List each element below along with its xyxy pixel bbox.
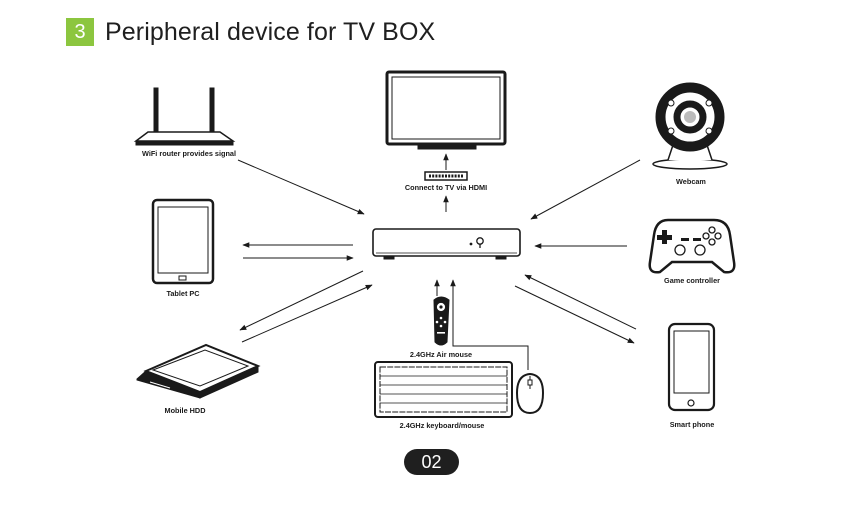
page-number: 02 [404,449,459,475]
label-webcam: Webcam [676,177,706,186]
air-mouse-icon [433,296,450,346]
label-hdd: Mobile HDD [165,406,206,415]
tablet-icon [151,198,215,285]
label-air-mouse: 2.4GHz Air mouse [410,350,472,359]
arrow-box-to-phone [514,285,635,344]
page-title: Peripheral device for TV BOX [105,17,436,46]
arrow-webcam-to-box [530,159,641,220]
webcam-icon [652,82,728,170]
tv-icon [385,70,507,150]
arrow-router-to-box [237,159,365,215]
hdmi-dongle-icon [424,171,468,181]
mouse-icon [515,372,545,415]
label-smartphone: Smart phone [670,420,715,429]
arrow-phone-to-box [524,274,637,330]
game-controller-icon [648,218,736,274]
keyboard-icon [374,361,513,418]
label-tablet: Tablet PC [166,289,200,298]
label-router: WiFi router provides signal [142,149,236,158]
arrow-hdd-to-box [241,284,373,343]
label-keyboard: 2.4GHz keyboard/mouse [400,421,485,430]
arrow-keyboard-mouse-to-box [450,279,529,370]
section-number-badge: 3 [66,18,94,46]
section-header: 3 Peripheral device for TV BOX [66,17,435,47]
smartphone-icon [667,322,716,412]
router-icon [133,87,236,146]
tv-box-icon [372,228,521,260]
label-game-controller: Game controller [664,276,720,285]
arrow-box-to-hdd [239,270,364,331]
hdd-icon [136,343,261,399]
label-hdmi: Connect to TV via HDMI [405,183,487,192]
